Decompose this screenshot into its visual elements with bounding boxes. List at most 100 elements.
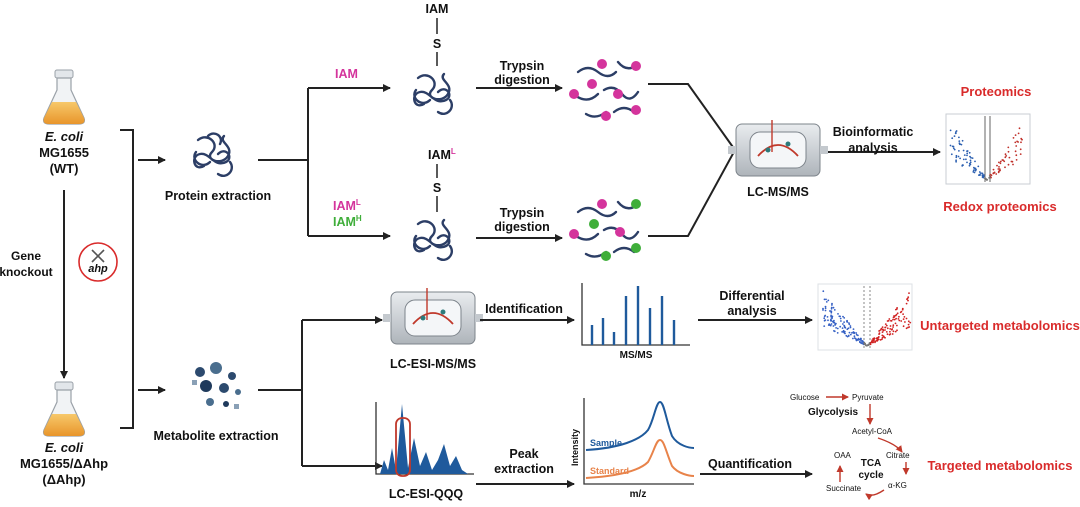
volcano-point [827, 299, 830, 302]
volcano-point [955, 159, 957, 162]
volcano-point [1020, 137, 1023, 140]
volcano-point [830, 315, 832, 318]
differential-label-1: Differential [719, 289, 784, 303]
volcano-point [824, 307, 827, 310]
volcano-point [857, 339, 859, 341]
volcano-point [830, 306, 833, 309]
volcano-point [889, 333, 892, 335]
volcano-point [874, 341, 876, 344]
volcano-point [1020, 141, 1022, 144]
iam-light: IAML [333, 198, 361, 213]
volcano-point [907, 299, 909, 302]
volcano-point [1015, 159, 1018, 161]
volcano-point [982, 175, 985, 178]
knockout-label-2: knockout [0, 265, 53, 279]
volcano-point [1007, 146, 1010, 149]
volcano-point [965, 158, 967, 161]
volcano-point [1019, 153, 1022, 156]
volcano-point [999, 160, 1002, 163]
volcano-point [907, 326, 909, 329]
volcano-point [886, 333, 889, 336]
volcano-point [952, 147, 955, 150]
volcano-point [831, 302, 833, 305]
wt-strain: MG1655 [39, 145, 89, 160]
volcano-point [958, 136, 960, 139]
volcano-point [1004, 156, 1007, 159]
volcano-point [1002, 159, 1004, 162]
volcano-point [843, 321, 845, 323]
msms-spectrum-icon [581, 283, 690, 346]
volcano-point [969, 163, 972, 166]
peptides-isotope-icon [569, 199, 641, 261]
iam-reagent: IAM [335, 67, 358, 81]
volcano-point [848, 322, 850, 324]
standard-legend: Standard [590, 466, 629, 476]
lcms-instrument-icon [728, 120, 828, 177]
knockout-label-1: Gene [11, 249, 41, 263]
labeled-protein-icon [413, 218, 453, 261]
volcano-point [830, 310, 832, 312]
volcano-point [902, 313, 904, 315]
volcano-point [1015, 145, 1018, 147]
volcano-point [892, 318, 894, 321]
sample-legend: Sample [590, 438, 622, 448]
glucose-label: Glucose [790, 393, 820, 402]
volcano-point [969, 159, 972, 162]
volcano-point [889, 330, 891, 333]
volcano-point [907, 320, 910, 323]
volcano-point [830, 323, 833, 325]
volcano-point [896, 329, 898, 332]
volcano-point [905, 317, 908, 320]
volcano-point [842, 329, 845, 332]
volcano-point [1010, 160, 1013, 163]
volcano-point [851, 332, 853, 334]
volcano-point [881, 331, 884, 333]
volcano-point [961, 165, 964, 167]
volcano-point [868, 342, 871, 344]
volcano-point [824, 314, 827, 317]
volcano-point [858, 338, 861, 341]
volcano-point [999, 162, 1002, 165]
volcano-point [836, 327, 839, 330]
volcano-point [902, 318, 905, 320]
mutant-strain: MG1655/ΔAhp [20, 456, 108, 471]
volcano-point [823, 325, 826, 327]
volcano-point [888, 318, 891, 320]
volcano-point [890, 319, 892, 322]
volcano-point [962, 158, 965, 161]
volcano-point [960, 143, 963, 146]
volcano-point [861, 340, 863, 343]
volcano-point [881, 336, 884, 339]
volcano-point [953, 135, 956, 138]
volcano-point [891, 328, 894, 330]
volcano-point [903, 316, 906, 318]
volcano-point [951, 137, 954, 140]
volcano-point [885, 331, 888, 333]
wt-type: (WT) [50, 161, 79, 176]
peptides-iam-icon [569, 59, 641, 121]
volcano-point [892, 316, 895, 319]
volcano-point [847, 327, 850, 330]
volcano-point [827, 324, 830, 326]
volcano-point [871, 339, 874, 342]
volcano-point [1003, 160, 1006, 163]
volcano-point [841, 331, 843, 333]
volcano-point [893, 318, 896, 321]
mutant-flask-icon [42, 381, 86, 437]
volcano-point [898, 315, 900, 318]
s-label-top: S [433, 37, 441, 51]
volcano-point [995, 173, 998, 175]
volcano-point [971, 157, 974, 160]
volcano-point [993, 171, 996, 174]
akg-label: α-KG [888, 481, 907, 490]
volcano-point [878, 329, 881, 332]
volcano-point [881, 328, 884, 331]
volcano-point [961, 139, 964, 142]
iam-heavy: IAMH [333, 214, 362, 229]
volcano-point [894, 322, 897, 325]
volcano-point [852, 328, 855, 330]
volcano-point [882, 336, 885, 338]
volcano-point [865, 344, 867, 347]
volcano-point [823, 298, 826, 301]
volcano-point [880, 328, 882, 331]
